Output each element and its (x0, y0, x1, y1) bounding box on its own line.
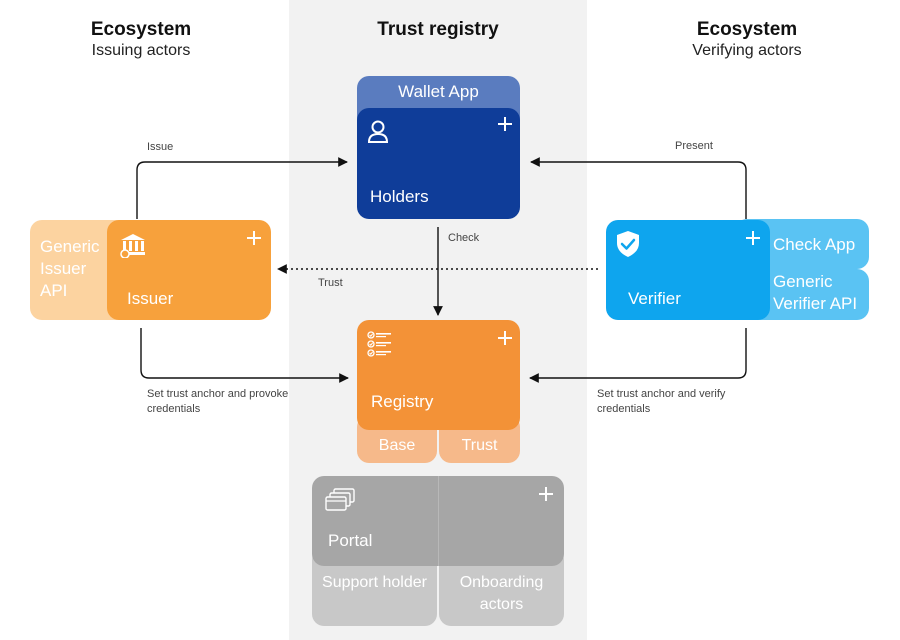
verifier-box[interactable]: Verifier (606, 220, 770, 320)
issuer-box[interactable]: Issuer (107, 220, 271, 320)
bank-icon (120, 234, 145, 258)
issuer-registry-label: Set trust anchor and provoke credentials (147, 388, 289, 415)
support-holder-label: Support holder (322, 574, 427, 591)
verifier-label: Verifier (628, 289, 681, 308)
issuer-plus-icon[interactable] (246, 230, 262, 246)
base-label: Base (378, 437, 416, 454)
check-app-label: Check App (773, 235, 856, 254)
center-column-title: Trust registry (377, 19, 499, 40)
present-label: Present (675, 140, 713, 152)
right-column-subtitle: Verifying actors (692, 42, 802, 59)
left-column-subtitle: Issuing actors (91, 42, 191, 59)
onboarding-actors-label: Onboarding actors (459, 574, 544, 613)
issue-arrow (136, 157, 348, 219)
verifier-registry-arrow (529, 328, 747, 383)
right-column-title: Ecosystem (696, 19, 798, 40)
browser-windows-icon (325, 488, 355, 511)
user-icon (367, 120, 389, 143)
issuer-registry-arrow (140, 328, 349, 383)
portal-label: Portal (328, 531, 373, 550)
generic-issuer-api-label: Generic Issuer API (40, 237, 100, 300)
holders-box[interactable]: Holders (357, 108, 520, 219)
check-label: Check (448, 232, 480, 244)
issue-label: Issue (147, 141, 174, 153)
trust-label: Trust (318, 277, 343, 289)
generic-verifier-api-label: Generic Verifier API (773, 272, 858, 313)
holders-plus-icon[interactable] (497, 116, 513, 132)
portal-plus-icon[interactable] (538, 486, 554, 502)
portal-divider (438, 476, 439, 566)
issuer-label: Issuer (127, 289, 174, 308)
registry-box[interactable]: Registry (357, 320, 520, 430)
generic-verifier-api-box[interactable]: Generic Verifier API (735, 269, 869, 320)
checklist-icon (367, 331, 391, 357)
verifier-registry-label: Set trust anchor and verify credentials (597, 388, 726, 415)
holders-label: Holders (370, 187, 429, 206)
left-column-title: Ecosystem (90, 19, 192, 40)
wallet-app-label: Wallet App (398, 82, 479, 101)
verifier-plus-icon[interactable] (745, 230, 761, 246)
portal-box[interactable]: Portal (312, 476, 564, 566)
trust-box-label: Trust (461, 437, 498, 454)
registry-label: Registry (371, 392, 434, 411)
shield-check-icon (617, 231, 639, 257)
registry-plus-icon[interactable] (497, 330, 513, 346)
present-arrow (530, 157, 747, 219)
